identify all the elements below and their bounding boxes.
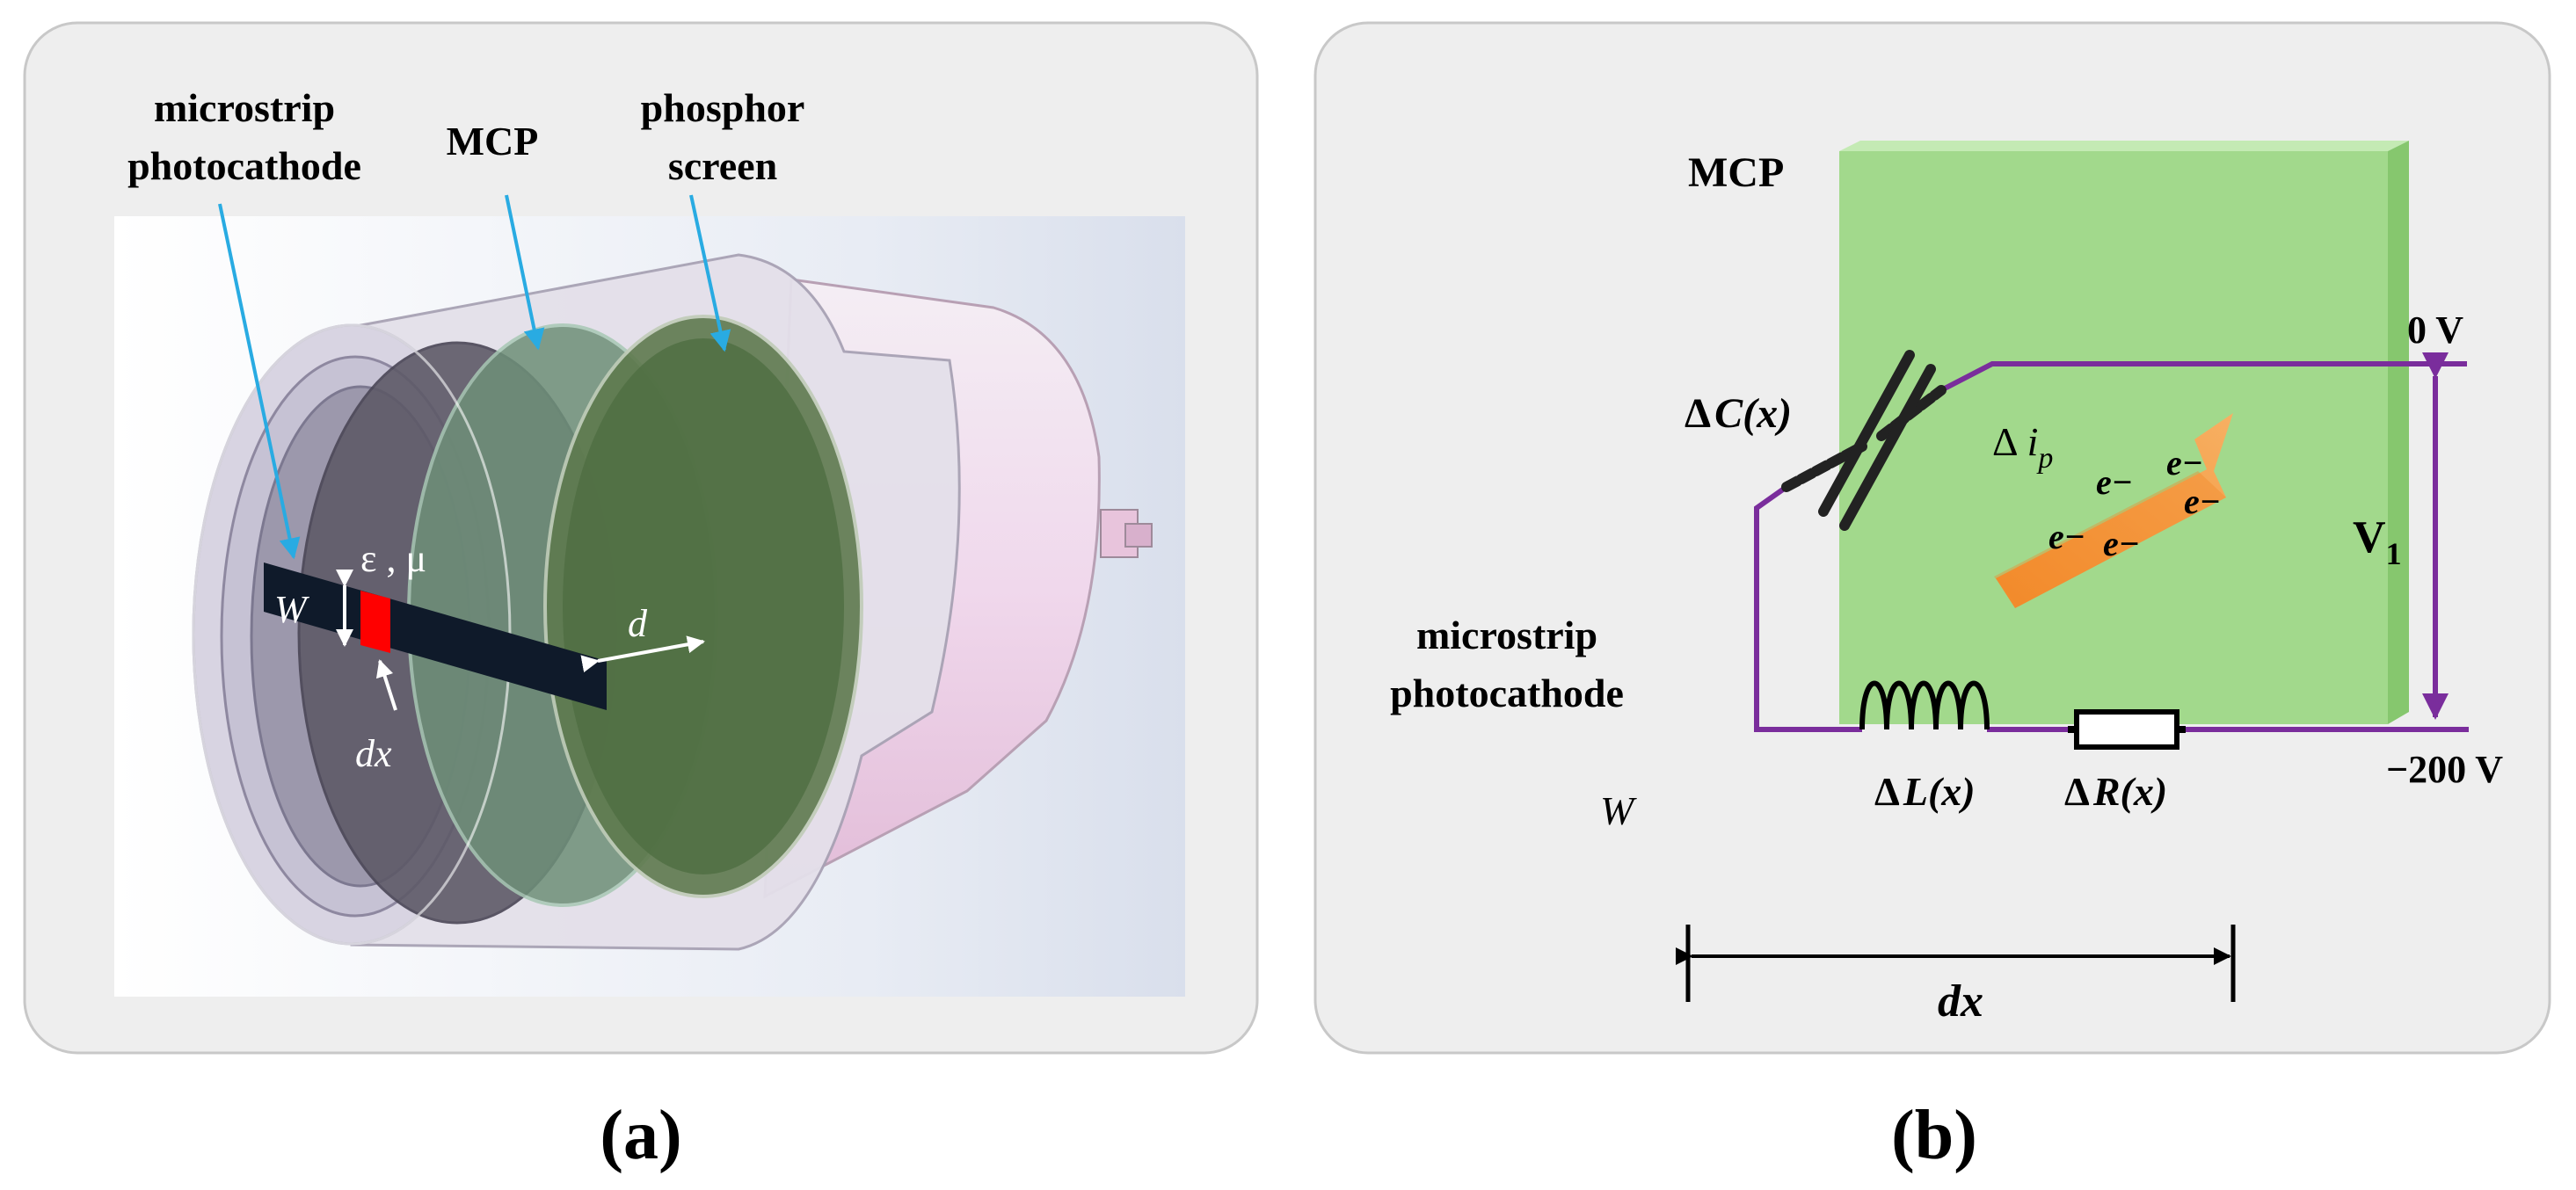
electron-flow-arrow bbox=[1996, 413, 2233, 608]
mcp-leader-arrow bbox=[505, 194, 545, 351]
dx-segment bbox=[360, 591, 390, 653]
label-a-microstrip-line1: microstrip bbox=[154, 85, 335, 130]
d-arrow bbox=[580, 635, 705, 673]
phosphor-screen-disk bbox=[543, 315, 863, 898]
label-b-mcp: MCP bbox=[1688, 149, 1784, 196]
electron-label-4: e− bbox=[2048, 517, 2085, 556]
electron-label-3: e− bbox=[2184, 482, 2221, 521]
label-b-microstrip-line1: microstrip bbox=[1416, 613, 1597, 657]
label-a-dx: dx bbox=[355, 732, 392, 775]
label-a-phosphor-line1: phosphor bbox=[641, 85, 805, 130]
label-delta-l: ΔL(x) bbox=[1874, 769, 1976, 814]
label-a-phosphor-line2: screen bbox=[668, 143, 777, 188]
caption-a: (a) bbox=[600, 1097, 681, 1174]
label-b-w: W bbox=[1600, 788, 1637, 833]
caption-b: (b) bbox=[1891, 1097, 1977, 1174]
label-b-dx: dx bbox=[1938, 976, 1983, 1027]
dx-arrow bbox=[375, 659, 397, 711]
label-delta-r: ΔR(x) bbox=[2064, 769, 2167, 814]
phosphor-leader-arrow bbox=[689, 194, 731, 352]
label-v1: V1 bbox=[2353, 512, 2402, 571]
dx-dimension bbox=[1676, 925, 2236, 1002]
label-a-w: W bbox=[274, 588, 309, 631]
electron-label-5: e− bbox=[2103, 524, 2140, 563]
inductor-symbol bbox=[1859, 680, 1990, 730]
circuit-wires bbox=[1754, 361, 2469, 732]
label-0v: 0 V bbox=[2407, 308, 2463, 352]
resistor-symbol bbox=[2068, 709, 2186, 750]
label-delta-c: ΔC(x) bbox=[1685, 390, 1792, 437]
label-b-microstrip-line2: photocathode bbox=[1390, 671, 1624, 715]
label-eps-mu: ε , μ bbox=[360, 537, 426, 580]
panel-a: microstrip photocathode MCP phosphor scr… bbox=[23, 21, 1259, 1174]
label-minus-200v: −200 V bbox=[2386, 748, 2503, 791]
label-a-mcp: MCP bbox=[447, 119, 539, 163]
label-a-d: d bbox=[628, 602, 648, 645]
microstrip-leader-arrow bbox=[218, 203, 301, 560]
electron-label-1: e− bbox=[2096, 462, 2133, 502]
mcp-block bbox=[1839, 141, 2409, 724]
label-a-microstrip-line2: photocathode bbox=[127, 143, 361, 188]
electron-label-2: e− bbox=[2166, 443, 2203, 483]
capacitor-symbol bbox=[1781, 350, 1947, 531]
